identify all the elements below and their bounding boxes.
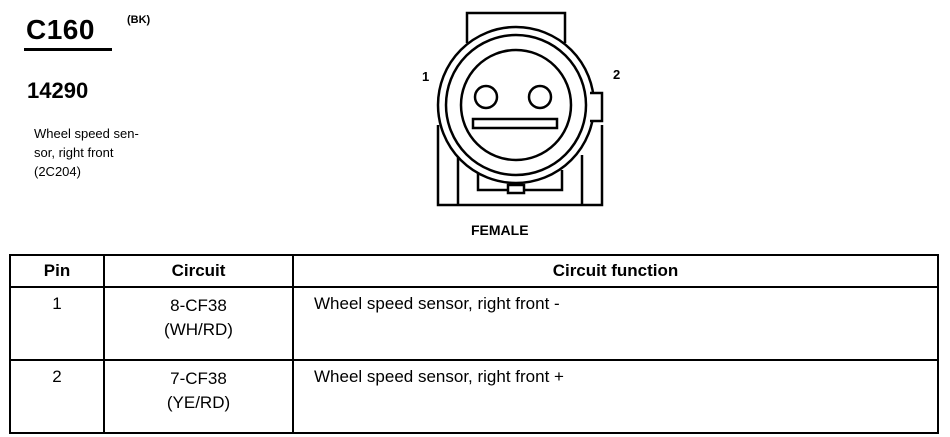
pin-table: Pin Circuit Circuit function 1 8-CF38 (W… — [9, 254, 939, 434]
pin-label-1: 1 — [422, 69, 429, 84]
circuit-id: 7-CF38 — [170, 369, 227, 388]
view-label: FEMALE — [471, 222, 529, 238]
color-code: (BK) — [127, 14, 151, 26]
pin-cell: 1 — [9, 286, 105, 361]
connector-id: C160 — [26, 14, 95, 45]
part-number: 14290 — [27, 78, 89, 103]
description-line: sor, right front — [34, 145, 114, 160]
description-line: Wheel speed sen- — [34, 126, 139, 141]
connector-id-underline — [24, 48, 112, 51]
description-line: (2C204) — [34, 164, 81, 179]
circuit-cell: 7-CF38 (YE/RD) — [103, 359, 294, 434]
table-header-row: Pin Circuit Circuit function — [9, 254, 939, 288]
circuit-cell: 8-CF38 (WH/RD) — [103, 286, 294, 361]
wire-color: (YE/RD) — [166, 393, 231, 412]
header-pin: Pin — [9, 254, 105, 288]
circuit-id: 8-CF38 — [170, 296, 227, 315]
connector-description: Wheel speed sen- sor, right front (2C204… — [34, 124, 194, 181]
pin-cell: 2 — [9, 359, 105, 434]
function-cell: Wheel speed sensor, right front - — [292, 286, 939, 361]
connector-face-diagram: 1 2 — [422, 11, 620, 207]
function-cell: Wheel speed sensor, right front + — [292, 359, 939, 434]
table-row: 1 8-CF38 (WH/RD) Wheel speed sensor, rig… — [9, 286, 939, 361]
header-circuit-function: Circuit function — [292, 254, 939, 288]
pin-label-2: 2 — [613, 67, 620, 82]
table-row: 2 7-CF38 (YE/RD) Wheel speed sensor, rig… — [9, 359, 939, 434]
header-circuit: Circuit — [103, 254, 294, 288]
wire-color: (WH/RD) — [164, 320, 233, 339]
